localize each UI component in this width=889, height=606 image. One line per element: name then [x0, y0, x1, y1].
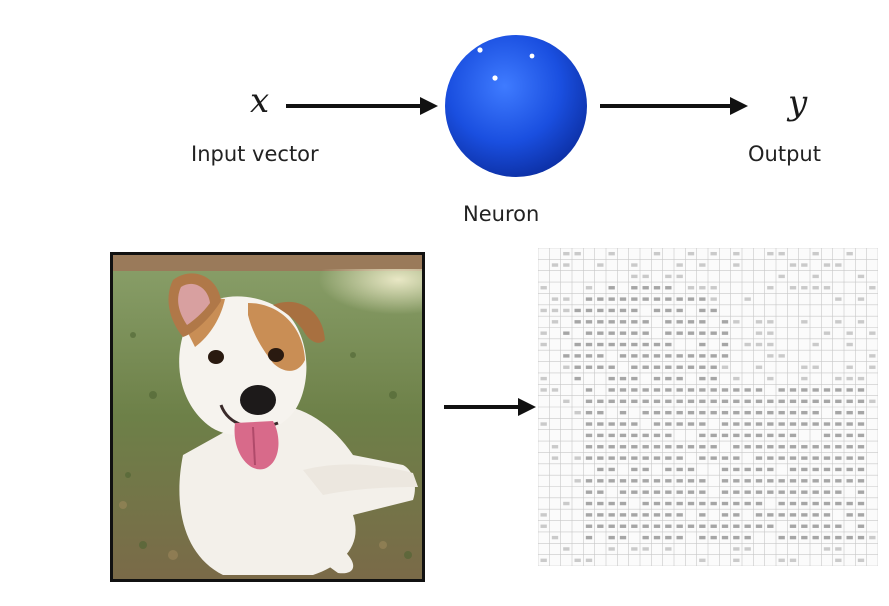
input-vector-label: Input vector — [191, 142, 319, 166]
dog-photo — [110, 252, 425, 582]
neuron-sphere-icon — [445, 35, 587, 177]
input-symbol-x: x — [250, 81, 270, 121]
output-symbol-y: y — [788, 83, 808, 123]
output-label: Output — [748, 142, 821, 166]
dog-photo-icon — [113, 255, 422, 579]
neuron-label: Neuron — [463, 202, 540, 226]
output-arrow — [600, 97, 748, 115]
image-to-pixels-arrow — [444, 398, 536, 416]
input-arrow — [286, 97, 438, 115]
pixel-value-grid — [538, 248, 878, 566]
